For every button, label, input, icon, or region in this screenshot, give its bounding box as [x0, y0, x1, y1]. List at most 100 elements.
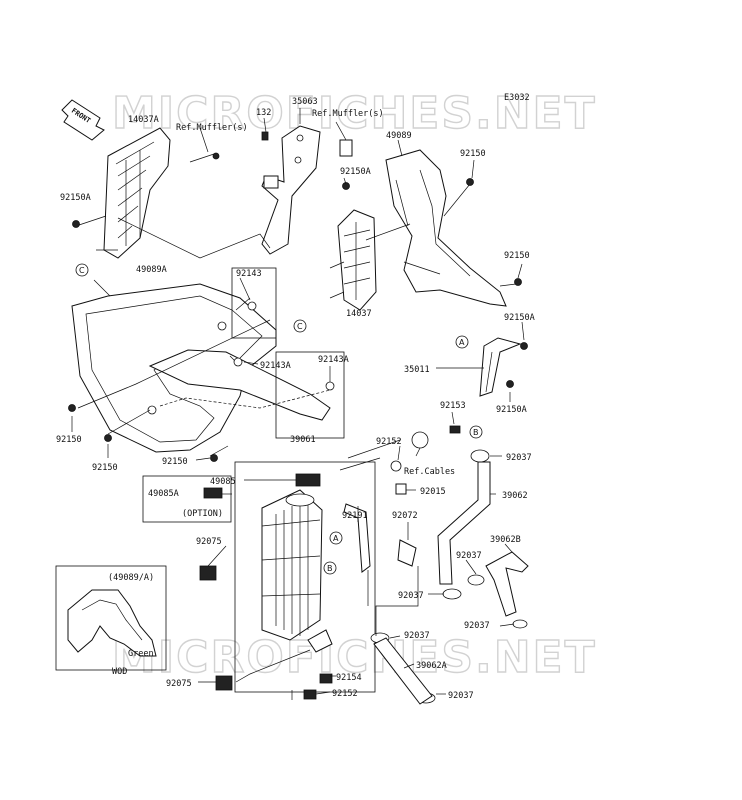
label-92075: 92075	[196, 537, 222, 547]
label-option: (OPTION)	[182, 509, 223, 519]
label-92150-l: 92150	[56, 435, 82, 445]
label-92150: 92150	[460, 149, 486, 159]
bolt-92150-left-icon	[68, 404, 76, 412]
label-49085: 49085	[210, 477, 236, 487]
hose-92191	[343, 503, 371, 573]
circle-b-label-2: B	[327, 564, 333, 573]
diagram-code: E3032	[504, 93, 530, 103]
label-92152: 92152	[376, 437, 402, 447]
circle-a-label: A	[459, 338, 465, 347]
rubber-49085-icon	[295, 473, 321, 487]
washer-92143A-icon-2	[325, 381, 335, 391]
bolt-92150-left-icon-2	[104, 434, 112, 442]
label-39062: 39062	[502, 491, 528, 501]
circle-b-label: B	[473, 428, 479, 437]
wod-graphic	[67, 589, 157, 657]
label-14037: 14037	[346, 309, 372, 319]
label-92075-2: 92075	[166, 679, 192, 689]
bolt-92154-icon	[319, 673, 333, 684]
bolt-92150A-icon	[72, 220, 80, 228]
label-14037A: 14037A	[128, 115, 159, 125]
bracket-35011	[479, 337, 522, 397]
label-92143: 92143	[236, 269, 262, 279]
label-92153: 92153	[440, 401, 466, 411]
washer-92143A-icon	[233, 357, 243, 367]
part-labels: 14037A Ref.Muffler(s) 132 35063 Ref.Muff…	[56, 97, 535, 701]
label-92150-r: 92150	[504, 251, 530, 261]
clamp-92037-icon	[470, 449, 490, 463]
label-92150A: 92150A	[340, 167, 371, 177]
group-box-92143A	[275, 351, 345, 439]
label-92072: 92072	[392, 511, 418, 521]
bolt-92152-icon	[390, 460, 402, 472]
label-92143A: 92143A	[260, 361, 291, 371]
label-39062A: 39062A	[416, 661, 447, 671]
bolt-92150-right-icon	[514, 278, 522, 286]
bracket-35063	[261, 125, 353, 255]
label-49089-A: (49089/A)	[108, 573, 154, 583]
bolt-92150A-right-icon	[506, 380, 514, 388]
circle-c-label-2: C	[297, 322, 303, 331]
watermark-bottom: MICROFICHES.NET	[112, 632, 597, 683]
bolt-92150-bottom-icon	[210, 454, 218, 462]
grommet-92075-icon-2	[215, 675, 233, 691]
bolt-132-icon	[261, 131, 269, 141]
front-arrow-icon: FRONT	[61, 99, 105, 141]
clip-92015-icon	[395, 483, 407, 495]
bolt-92150-icon	[466, 178, 474, 186]
group-box-92143	[231, 267, 277, 339]
label-wod: WOD	[112, 667, 127, 677]
radiator-39061	[261, 489, 333, 653]
nut-92150A-icon	[520, 342, 528, 350]
label-92143A-2: 92143A	[318, 355, 349, 365]
left-shroud-14037A	[103, 127, 171, 259]
label-92150A-3: 92150A	[504, 313, 535, 323]
right-shroud-49089	[385, 149, 507, 307]
bolt-ref-muffler-icon	[212, 152, 220, 160]
label-92037-5: 92037	[404, 631, 430, 641]
circle-a-label-2: A	[333, 534, 339, 543]
bolt-92153-icon	[449, 425, 461, 434]
label-92154: 92154	[336, 673, 362, 683]
label-92152-2: 92152	[332, 689, 358, 699]
clamp-92072	[397, 539, 417, 567]
label-92191: 92191	[342, 511, 368, 521]
label-92150-l2: 92150	[92, 463, 118, 473]
reference-markers: C C A B A B	[75, 263, 483, 575]
hose-39062A	[373, 637, 433, 705]
hose-39062B	[485, 551, 529, 617]
clamp-92037-icon-4	[512, 619, 528, 629]
label-ref-cables: Ref.Cables	[404, 467, 455, 477]
label-92037-6: 92037	[448, 691, 474, 701]
label-92015: 92015	[420, 487, 446, 497]
label-92037-4: 92037	[464, 621, 490, 631]
label-49089A: 49089A	[136, 265, 167, 275]
label-92037: 92037	[506, 453, 532, 463]
label-92150-b: 92150	[162, 457, 188, 467]
shroud-graphic-49089A	[71, 283, 331, 453]
option-box	[142, 475, 232, 523]
rubber-49085A-icon	[203, 487, 223, 499]
hose-39062	[437, 461, 491, 585]
label-green: Green	[128, 649, 154, 659]
label-ref-muffler: Ref.Muffler(s)	[176, 123, 248, 133]
washer-92143-icon	[247, 301, 257, 311]
bolt-92150A-icon-2	[342, 182, 350, 190]
label-39062B: 39062B	[490, 535, 521, 545]
circle-c-label: C	[79, 266, 85, 275]
label-132: 132	[256, 108, 271, 118]
clamp-92037-icon-2	[442, 588, 462, 600]
label-49089: 49089	[386, 131, 412, 141]
label-92150A-2: 92150A	[60, 193, 91, 203]
label-35011: 35011	[404, 365, 430, 375]
watermark-top: MICROFICHES.NET	[112, 88, 597, 139]
label-leaders	[71, 108, 525, 700]
label-35063: 35063	[292, 97, 318, 107]
label-39061: 39061	[290, 435, 316, 445]
leader-lines	[75, 153, 517, 457]
clamp-ref-cables-icon	[411, 431, 429, 449]
label-49085A: 49085A	[148, 489, 179, 499]
label-92150A-4: 92150A	[496, 405, 527, 415]
label-92037-3: 92037	[398, 591, 424, 601]
